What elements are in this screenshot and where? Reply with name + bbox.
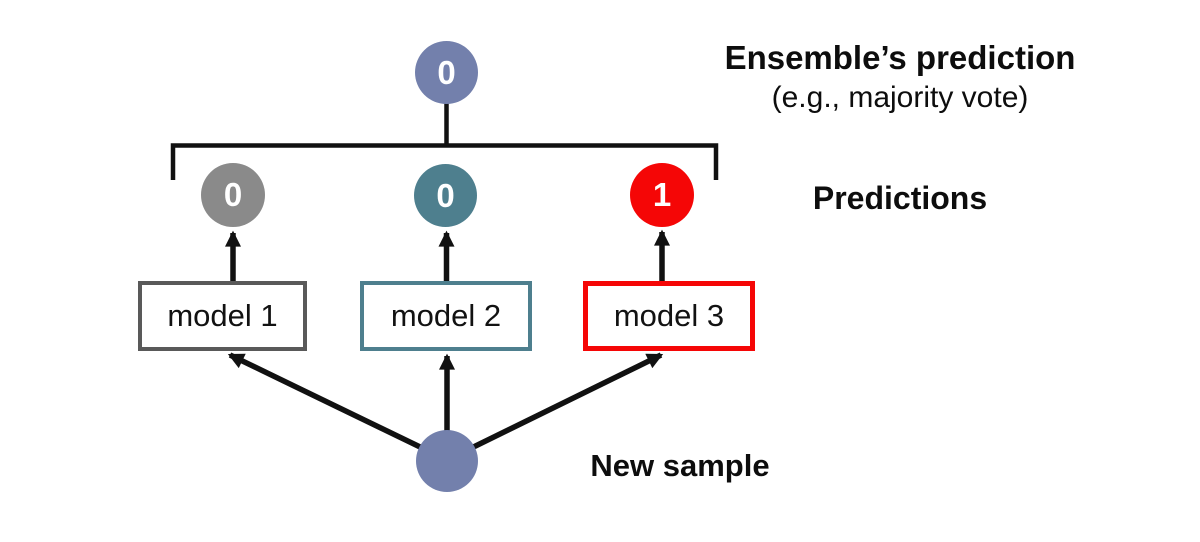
new-sample-label: New sample (590, 448, 770, 483)
model-1-box: model 1 (138, 281, 307, 351)
new-sample-node (416, 430, 478, 492)
bracket (170, 143, 719, 180)
model-3-label: model 3 (613, 298, 725, 333)
model-2-label: model 2 (390, 298, 502, 333)
model-1-label: model 1 (167, 298, 278, 333)
ensemble-subtitle: (e.g., majority vote) (771, 81, 1029, 114)
prediction-value-model-1: 0 (223, 176, 243, 213)
prediction-node-model-1: 0 (201, 163, 265, 227)
prediction-node-model-3: 1 (630, 163, 694, 227)
prediction-value-model-2: 0 (436, 176, 455, 214)
prediction-value-model-3: 1 (652, 176, 672, 213)
arrow-sample-to-model-3 (445, 352, 664, 463)
predictions-label: Predictions (812, 180, 988, 216)
ensemble-title-block: Ensemble’s prediction (e.g., majority vo… (700, 38, 1100, 118)
arrow-sample-to-model-1 (227, 352, 449, 463)
prediction-node-model-2: 0 (414, 164, 477, 227)
ensemble-title: Ensemble’s prediction (724, 39, 1076, 76)
ensemble-prediction-node: 0 (415, 41, 478, 104)
ensemble-prediction-value: 0 (437, 53, 456, 91)
model-2-box: model 2 (360, 281, 532, 351)
model-3-box: model 3 (583, 281, 755, 351)
